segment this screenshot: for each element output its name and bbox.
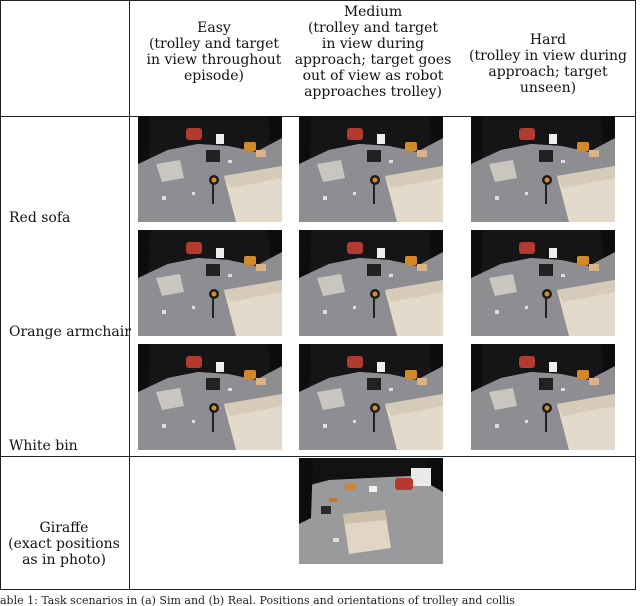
photo-medium-2 (299, 230, 443, 336)
table-caption: able 1: Task scenarios in (a) Sim and (b… (0, 594, 515, 606)
column-divider-label (129, 0, 130, 590)
photo-medium-3 (299, 344, 443, 450)
header-hard: Hard (trolley in view during approach; t… (469, 32, 627, 96)
photo-easy-3 (138, 344, 282, 450)
results-table: Easy (trolley and target in view through… (0, 0, 636, 590)
photo-easy-2 (138, 230, 282, 336)
table-top-border (0, 0, 636, 1)
photo-medium-1 (299, 116, 443, 222)
row-divider (0, 456, 636, 457)
photo-giraffe (299, 458, 443, 564)
column-divider-right (635, 0, 636, 590)
row-label-orange-armchair: Orange armchair (9, 324, 131, 340)
header-medium: Medium (trolley and target in view durin… (294, 4, 452, 100)
header-easy: Easy (trolley and target in view through… (146, 20, 282, 84)
photo-hard-3 (471, 344, 615, 450)
column-divider-left (0, 0, 1, 590)
row-label-white-bin: White bin (9, 438, 78, 454)
row-label-red-sofa: Red sofa (9, 210, 71, 226)
table-bottom-border (0, 589, 636, 590)
photo-hard-2 (471, 230, 615, 336)
photo-easy-1 (138, 116, 282, 222)
row-label-giraffe: Giraffe (exact positions as in photo) (8, 520, 120, 568)
photo-hard-1 (471, 116, 615, 222)
